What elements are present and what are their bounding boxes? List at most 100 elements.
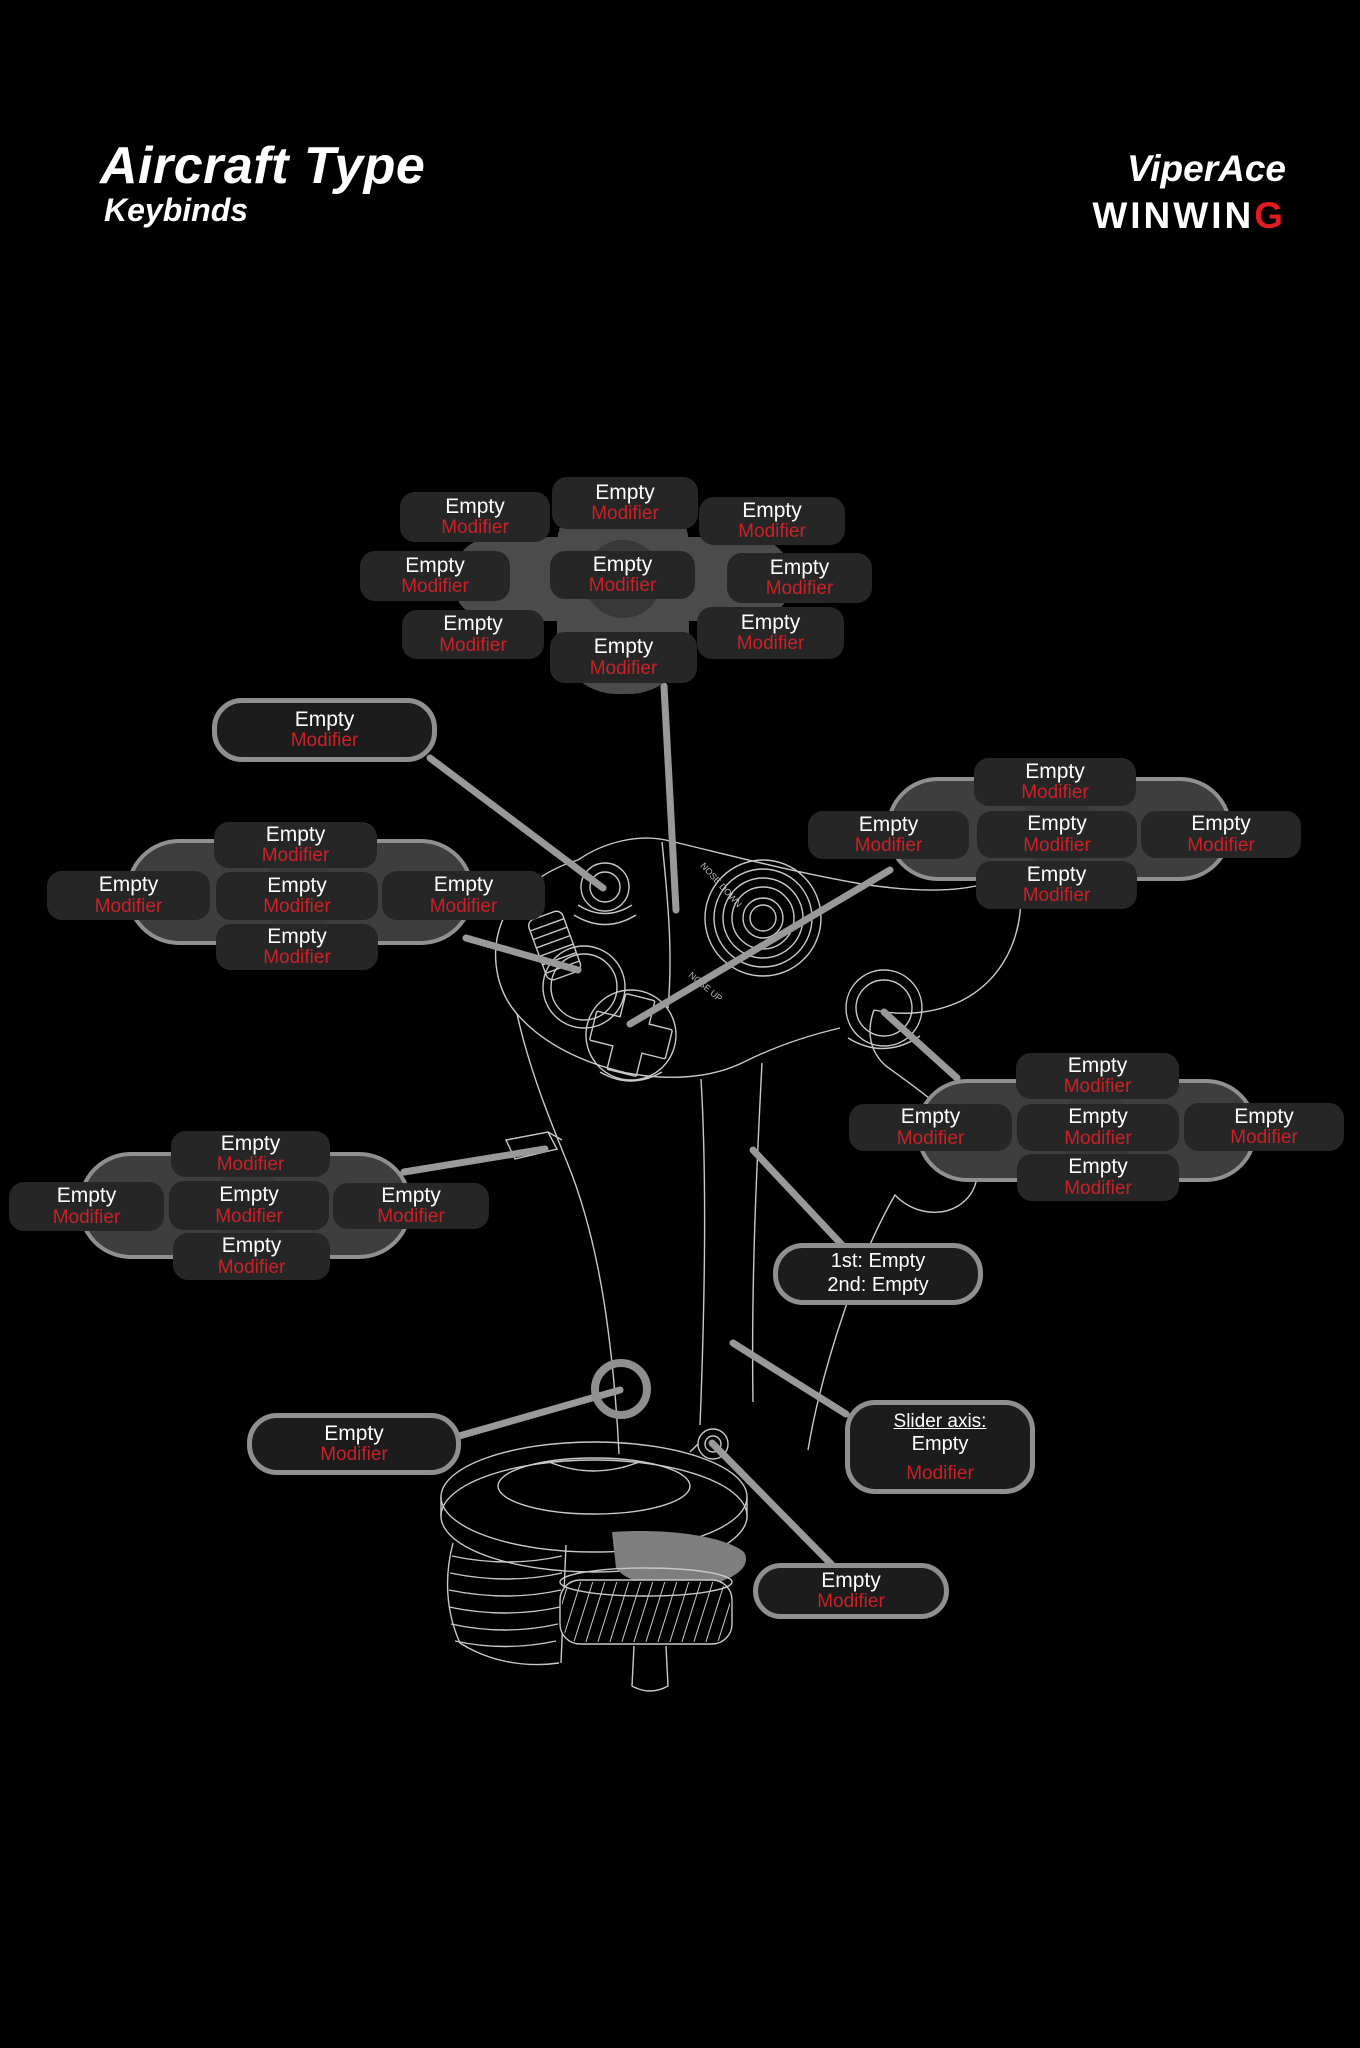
connector-line bbox=[448, 1386, 624, 1442]
connector-line bbox=[749, 1146, 847, 1250]
bind-primary-label: Empty bbox=[294, 707, 355, 731]
bind-primary-label: Empty bbox=[900, 1105, 961, 1129]
bind-modifier-label: Modifier bbox=[401, 576, 469, 598]
bind-modifier-label: Modifier bbox=[263, 947, 331, 969]
bind-modifier-label: Modifier bbox=[589, 657, 658, 679]
bind-primary-label: Empty bbox=[265, 822, 326, 846]
brand-logo-text: WINWIN bbox=[1092, 195, 1255, 236]
bind-modifier-label: Modifier bbox=[261, 845, 330, 867]
bind-primary-label: Empty bbox=[1068, 1155, 1128, 1179]
bind-modifier-label: Modifier bbox=[320, 1444, 388, 1466]
bind-primary-label: Empty bbox=[405, 553, 465, 577]
bind-modifier-label: Modifier bbox=[591, 503, 659, 525]
bind-primary-label: Empty bbox=[267, 924, 327, 948]
slider-axis-heading: Slider axis: bbox=[893, 1410, 987, 1432]
bind-modifier-label: Modifier bbox=[1187, 834, 1255, 856]
bind-modifier-label: Modifier bbox=[765, 578, 834, 600]
bind-modifier-label: Modifier bbox=[94, 895, 163, 917]
bind-primary-label: Empty bbox=[381, 1183, 441, 1207]
bind-primary-label: Empty bbox=[98, 873, 159, 897]
bind-primary-label: Empty bbox=[1027, 812, 1087, 836]
connector-line bbox=[880, 1008, 961, 1082]
page-title: Aircraft Type bbox=[100, 137, 426, 195]
bind-primary-label: Empty bbox=[220, 1131, 281, 1155]
page-subtitle: Keybinds bbox=[104, 192, 249, 228]
slider-axis-bind-box: Slider axis: Empty Modifier bbox=[845, 1400, 1035, 1494]
brand-logo-accent-letter: G bbox=[1254, 195, 1286, 236]
first-stage-label: 1st: Empty bbox=[830, 1250, 926, 1273]
connector-line bbox=[660, 682, 680, 914]
bind-modifier-label: Modifier bbox=[429, 895, 498, 917]
bind-modifier-label: Modifier bbox=[1230, 1127, 1298, 1149]
slider-axis-modifier: Modifier bbox=[906, 1463, 974, 1485]
brand-block: ViperAce WINWING bbox=[1092, 150, 1286, 234]
bind-primary-label: Empty bbox=[1234, 1104, 1294, 1128]
bind-primary-label: Empty bbox=[858, 812, 919, 836]
bind-modifier-label: Modifier bbox=[736, 633, 805, 655]
bind-modifier-label: Modifier bbox=[1022, 885, 1091, 907]
bind-primary-label: Empty bbox=[324, 1421, 384, 1445]
bind-modifier-label: Modifier bbox=[290, 730, 359, 752]
bind-modifier-label: Modifier bbox=[1021, 782, 1089, 804]
bind-modifier-label: Modifier bbox=[854, 835, 923, 857]
bind-modifier-label: Modifier bbox=[439, 634, 507, 656]
bind-modifier-label: Modifier bbox=[738, 521, 806, 543]
connector-line bbox=[462, 934, 582, 974]
bind-primary-label: Empty bbox=[433, 873, 494, 897]
bind-modifier-label: Modifier bbox=[588, 575, 657, 597]
bind-primary-label: Empty bbox=[443, 612, 503, 636]
brand-logo: WINWING bbox=[1092, 197, 1286, 234]
bind-primary-label: Empty bbox=[769, 555, 830, 579]
bind-modifier-label: Modifier bbox=[52, 1206, 121, 1228]
bind-primary-label: Empty bbox=[742, 498, 802, 522]
bind-modifier-label: Modifier bbox=[441, 517, 509, 539]
connector-line bbox=[708, 1439, 836, 1569]
bind-primary-label: Empty bbox=[740, 610, 801, 634]
bind-modifier-label: Modifier bbox=[1064, 1127, 1132, 1149]
bind-modifier-label: Modifier bbox=[216, 1154, 285, 1176]
bind-modifier-label: Modifier bbox=[377, 1206, 445, 1228]
bind-primary-label: Empty bbox=[1067, 1053, 1128, 1077]
bind-primary-label: Empty bbox=[595, 480, 655, 504]
connector-line bbox=[426, 754, 607, 892]
bind-modifier-label: Modifier bbox=[896, 1127, 965, 1149]
bind-primary-label: Empty bbox=[219, 1183, 279, 1207]
bind-modifier-label: Modifier bbox=[817, 1591, 885, 1613]
annotation-ring bbox=[591, 1359, 651, 1419]
connector-line bbox=[729, 1339, 850, 1418]
bind-primary-label: Empty bbox=[821, 1568, 881, 1592]
bind-primary-label: Empty bbox=[1191, 812, 1251, 836]
bind-primary-label: Empty bbox=[267, 873, 327, 897]
connector-line bbox=[626, 866, 894, 1028]
bind-modifier-label: Modifier bbox=[215, 1205, 283, 1227]
dual-stage-trigger-bind-box: 1st: Empty 2nd: Empty bbox=[773, 1243, 983, 1305]
product-name: ViperAce bbox=[1126, 148, 1286, 189]
connector-line bbox=[400, 1145, 549, 1176]
bind-primary-label: Empty bbox=[56, 1184, 117, 1208]
bind-primary-label: Empty bbox=[1025, 759, 1085, 783]
bind-primary-label: Empty bbox=[445, 494, 505, 518]
